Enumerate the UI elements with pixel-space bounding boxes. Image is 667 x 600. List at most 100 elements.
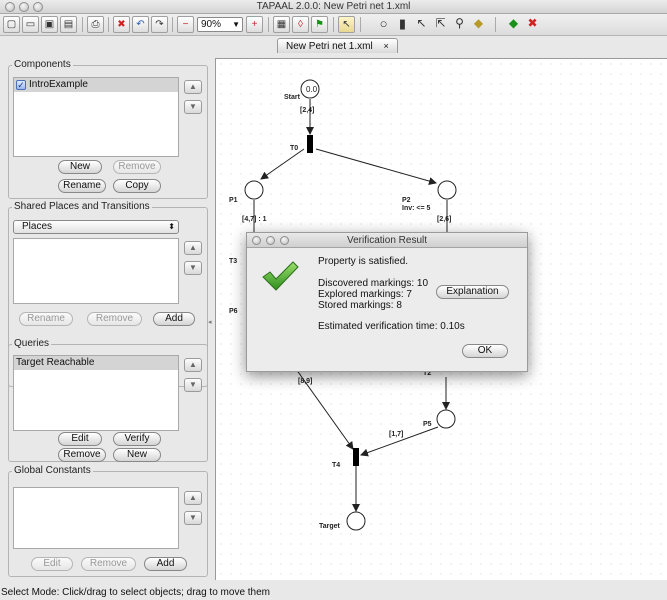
inhibitor-arc-icon[interactable]: ⇱ [435, 16, 446, 30]
components-title: Components [12, 59, 73, 70]
window-title: TAPAAL 2.0.0: New Petri net 1.xml [256, 1, 411, 12]
dialog-close-button[interactable] [252, 236, 261, 245]
move-up-button[interactable]: ▲ [184, 80, 202, 94]
place-start[interactable] [300, 79, 320, 99]
remove-token-icon[interactable]: ✖ [527, 16, 538, 30]
zoom-tool-icon[interactable]: ⚲ [455, 16, 464, 30]
rename-component-button[interactable]: Rename [58, 179, 106, 193]
queries-list[interactable]: Target Reachable [13, 355, 179, 431]
constants-list[interactable] [13, 487, 179, 549]
annotation-icon[interactable]: ◆ [473, 16, 484, 30]
animation-mode-icon[interactable]: ◊ [292, 16, 309, 33]
checkbox-icon[interactable]: ✓ [16, 80, 26, 90]
new-component-button[interactable]: New [58, 160, 102, 174]
move-up-button[interactable]: ▲ [184, 491, 202, 505]
move-down-button[interactable]: ▼ [184, 261, 202, 275]
minimize-window-button[interactable] [19, 2, 29, 12]
zoom-in-icon[interactable]: + [246, 16, 263, 33]
shared-type-value: Places [22, 221, 53, 232]
copy-component-button[interactable]: Copy [113, 179, 161, 193]
transition-t4-label: T4 [332, 462, 341, 469]
place-target[interactable] [346, 511, 366, 531]
queries-title: Queries [12, 338, 52, 349]
remove-constant-button[interactable]: Remove [81, 557, 136, 571]
transition-tool-icon[interactable]: ▮ [398, 16, 407, 31]
shared-places-group: Shared Places and Transitions Places ⬍ ▲… [8, 201, 208, 387]
status-bar: Select Mode: Click/drag to select object… [1, 587, 271, 598]
print-icon[interactable]: ⎙ [87, 16, 104, 33]
components-group: Components ✓IntroExample ▲ ▼ New Remove … [8, 59, 208, 199]
edit-constant-button[interactable]: Edit [31, 557, 73, 571]
move-down-button[interactable]: ▼ [184, 378, 202, 392]
add-token-icon[interactable]: ◆ [508, 16, 519, 30]
move-down-button[interactable]: ▼ [184, 100, 202, 114]
zoom-select[interactable]: 90% ▼ [197, 17, 243, 32]
transition-t0[interactable] [307, 135, 313, 153]
zoom-window-button[interactable] [33, 2, 43, 12]
select-pointer-icon[interactable]: ↖ [338, 16, 355, 33]
open-folder-icon[interactable]: ▭ [22, 16, 39, 33]
move-up-button[interactable]: ▲ [184, 358, 202, 372]
place-p5-label: P5 [423, 421, 432, 428]
shared-type-select[interactable]: Places ⬍ [13, 220, 179, 234]
components-list[interactable]: ✓IntroExample [13, 77, 179, 157]
place-p2[interactable] [437, 180, 457, 200]
arc-to-t4[interactable] [295, 368, 354, 450]
toolbar-separator [82, 17, 83, 32]
grid-icon[interactable]: ▦ [273, 16, 290, 33]
zoom-out-icon[interactable]: − [177, 16, 194, 33]
arc-t0-p1[interactable] [260, 148, 305, 180]
transition-t4[interactable] [353, 448, 359, 466]
move-up-button[interactable]: ▲ [184, 241, 202, 255]
arc-p5-t4-label: [1,7] [389, 431, 404, 438]
dialog-minimize-button[interactable] [266, 236, 275, 245]
edit-query-button[interactable]: Edit [58, 432, 102, 446]
arc-p5-t4[interactable] [360, 426, 439, 457]
undo-icon[interactable]: ↶ [132, 16, 149, 33]
flag-icon[interactable]: ⚑ [311, 16, 328, 33]
place-tool-icon[interactable]: ○ [379, 16, 388, 31]
place-p1[interactable] [244, 180, 264, 200]
remove-shared-button[interactable]: Remove [87, 312, 142, 326]
splitter-handle[interactable]: ◂ [208, 319, 212, 326]
dialog-zoom-button[interactable] [280, 236, 289, 245]
dialog-titlebar: Verification Result [247, 233, 527, 248]
constants-title: Global Constants [12, 465, 93, 476]
redo-icon[interactable]: ↷ [151, 16, 168, 33]
new-file-icon[interactable]: ▢ [3, 16, 20, 33]
verify-query-button[interactable]: Verify [113, 432, 161, 446]
close-tab-icon[interactable]: × [383, 41, 389, 51]
document-tab[interactable]: New Petri net 1.xml × [277, 38, 398, 53]
global-constants-group: Global Constants ▲ ▼ Edit Remove Add [8, 465, 208, 577]
explanation-button[interactable]: Explanation [436, 285, 509, 299]
new-query-button[interactable]: New [113, 448, 161, 462]
remove-query-button[interactable]: Remove [58, 448, 106, 462]
move-down-button[interactable]: ▼ [184, 511, 202, 525]
arc-start-t0-label: [2,4] [300, 107, 315, 114]
add-constant-button[interactable]: Add [144, 557, 187, 571]
left-panel: Components ✓IntroExample ▲ ▼ New Remove … [0, 53, 213, 580]
ok-button[interactable]: OK [462, 344, 508, 358]
place-p2-invariant: Inv: <= 5 [402, 205, 431, 212]
add-shared-button[interactable]: Add [153, 312, 195, 326]
list-item[interactable]: Target Reachable [14, 356, 178, 370]
arc-t0-p2[interactable] [315, 148, 437, 185]
toolbar-separator [360, 17, 361, 32]
save-as-icon[interactable]: ▤ [60, 16, 77, 33]
toolbar-separator [108, 17, 109, 32]
shared-title: Shared Places and Transitions [12, 201, 152, 212]
place-p5[interactable] [436, 409, 456, 429]
arc-tool-icon[interactable]: ↖ [416, 16, 427, 30]
list-item[interactable]: ✓IntroExample [14, 78, 178, 92]
close-window-button[interactable] [5, 2, 15, 12]
transition-t2-label: T2 [423, 370, 432, 377]
shared-list[interactable] [13, 238, 179, 304]
transition-t0-label: T0 [290, 145, 299, 152]
petri-net-drawing [244, 79, 457, 531]
remove-component-button[interactable]: Remove [113, 160, 161, 174]
discovered-markings: Discovered markings: 10 [318, 278, 429, 289]
delete-icon[interactable]: ✖ [113, 16, 130, 33]
place-target-label: Target [319, 523, 340, 530]
rename-shared-button[interactable]: Rename [19, 312, 73, 326]
save-icon[interactable]: ▣ [41, 16, 58, 33]
